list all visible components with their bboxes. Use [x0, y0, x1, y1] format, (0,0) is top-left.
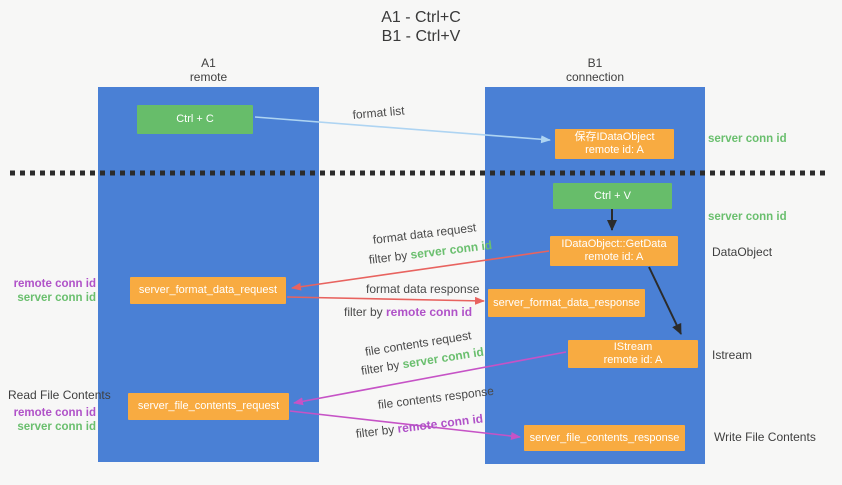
diagram-title-line1: A1 - Ctrl+C	[381, 9, 461, 26]
node-ctrl-c-label: Ctrl + C	[176, 113, 214, 125]
node-save-idataobject: 保存IDataObject remote id: A	[555, 129, 674, 159]
node-istream-line1: IStream	[613, 341, 653, 353]
label-filter-by-prefix: filter by	[344, 305, 387, 319]
node-server-format-data-request-label: server_format_data_request	[138, 284, 278, 296]
node-ctrl-c: Ctrl + C	[137, 105, 253, 134]
arrow-getdata-to-istream	[648, 266, 682, 335]
node-server-format-data-request: server_format_data_request	[130, 277, 286, 304]
lifeline-a1-subtitle: remote	[189, 70, 228, 84]
node-server-file-contents-response-label: server_file_contents_response	[529, 431, 680, 444]
node-save-idataobject-line1: 保存IDataObject	[574, 131, 655, 143]
label-format-data-response-filter: filter by remote conn id	[344, 305, 472, 319]
label-remote-conn-id-bottom-left: remote conn id	[13, 407, 96, 419]
lifeline-b1-subtitle: connection	[565, 70, 625, 84]
label-read-file-contents: Read File Contents	[8, 388, 111, 402]
diagram-title-line2: B1 - Ctrl+V	[381, 28, 461, 45]
lifeline-a1-header: A1 remote	[98, 56, 319, 84]
arrow-format-list	[254, 116, 551, 144]
arrow-file-contents-response	[289, 410, 521, 440]
node-ctrl-v: Ctrl + V	[553, 183, 672, 209]
label-server-conn-id-mid-right: server conn id	[708, 211, 787, 223]
node-server-file-contents-request: server_file_contents_request	[128, 393, 289, 420]
node-save-idataobject-line2: remote id: A	[585, 144, 644, 156]
node-istream-line2: remote id: A	[603, 354, 663, 366]
node-server-file-contents-response: server_file_contents_response	[524, 425, 685, 451]
node-idataobject-getdata-line2: remote id: A	[584, 251, 644, 263]
node-server-file-contents-request-label: server_file_contents_request	[137, 400, 280, 412]
node-idataobject-getdata: IDataObject::GetData remote id: A	[550, 236, 678, 266]
label-remote-conn-id-keyword: remote conn id	[386, 305, 473, 319]
node-ctrl-v-label: Ctrl + V	[594, 189, 631, 202]
label-format-data-response: format data response	[366, 282, 480, 296]
label-server-conn-id-bottom-left: server conn id	[17, 421, 96, 433]
label-dataobject: DataObject	[712, 245, 773, 259]
diagram-title: A1 - Ctrl+C B1 - Ctrl+V	[0, 8, 842, 46]
label-server-conn-id-top-right: server conn id	[708, 133, 787, 145]
label-server-conn-id-top-left: server conn id	[17, 292, 96, 304]
node-server-format-data-response-label: server_format_data_response	[493, 296, 640, 309]
label-istream: Istream	[712, 348, 753, 362]
lifeline-a1-title: A1	[201, 56, 216, 70]
arrow-file-contents-request	[293, 351, 567, 406]
label-write-file-contents: Write File Contents	[714, 430, 816, 444]
arrow-format-data-response	[286, 296, 485, 305]
node-server-format-data-response: server_format_data_response	[488, 289, 645, 317]
arrow-format-data-request	[291, 250, 550, 291]
lifeline-b1-title: B1	[587, 56, 603, 70]
node-idataobject-getdata-line1: IDataObject::GetData	[561, 238, 667, 250]
label-remote-conn-id-top-left: remote conn id	[13, 278, 96, 290]
lifeline-b1-header: B1 connection	[485, 56, 705, 84]
node-istream: IStream remote id: A	[568, 340, 698, 368]
